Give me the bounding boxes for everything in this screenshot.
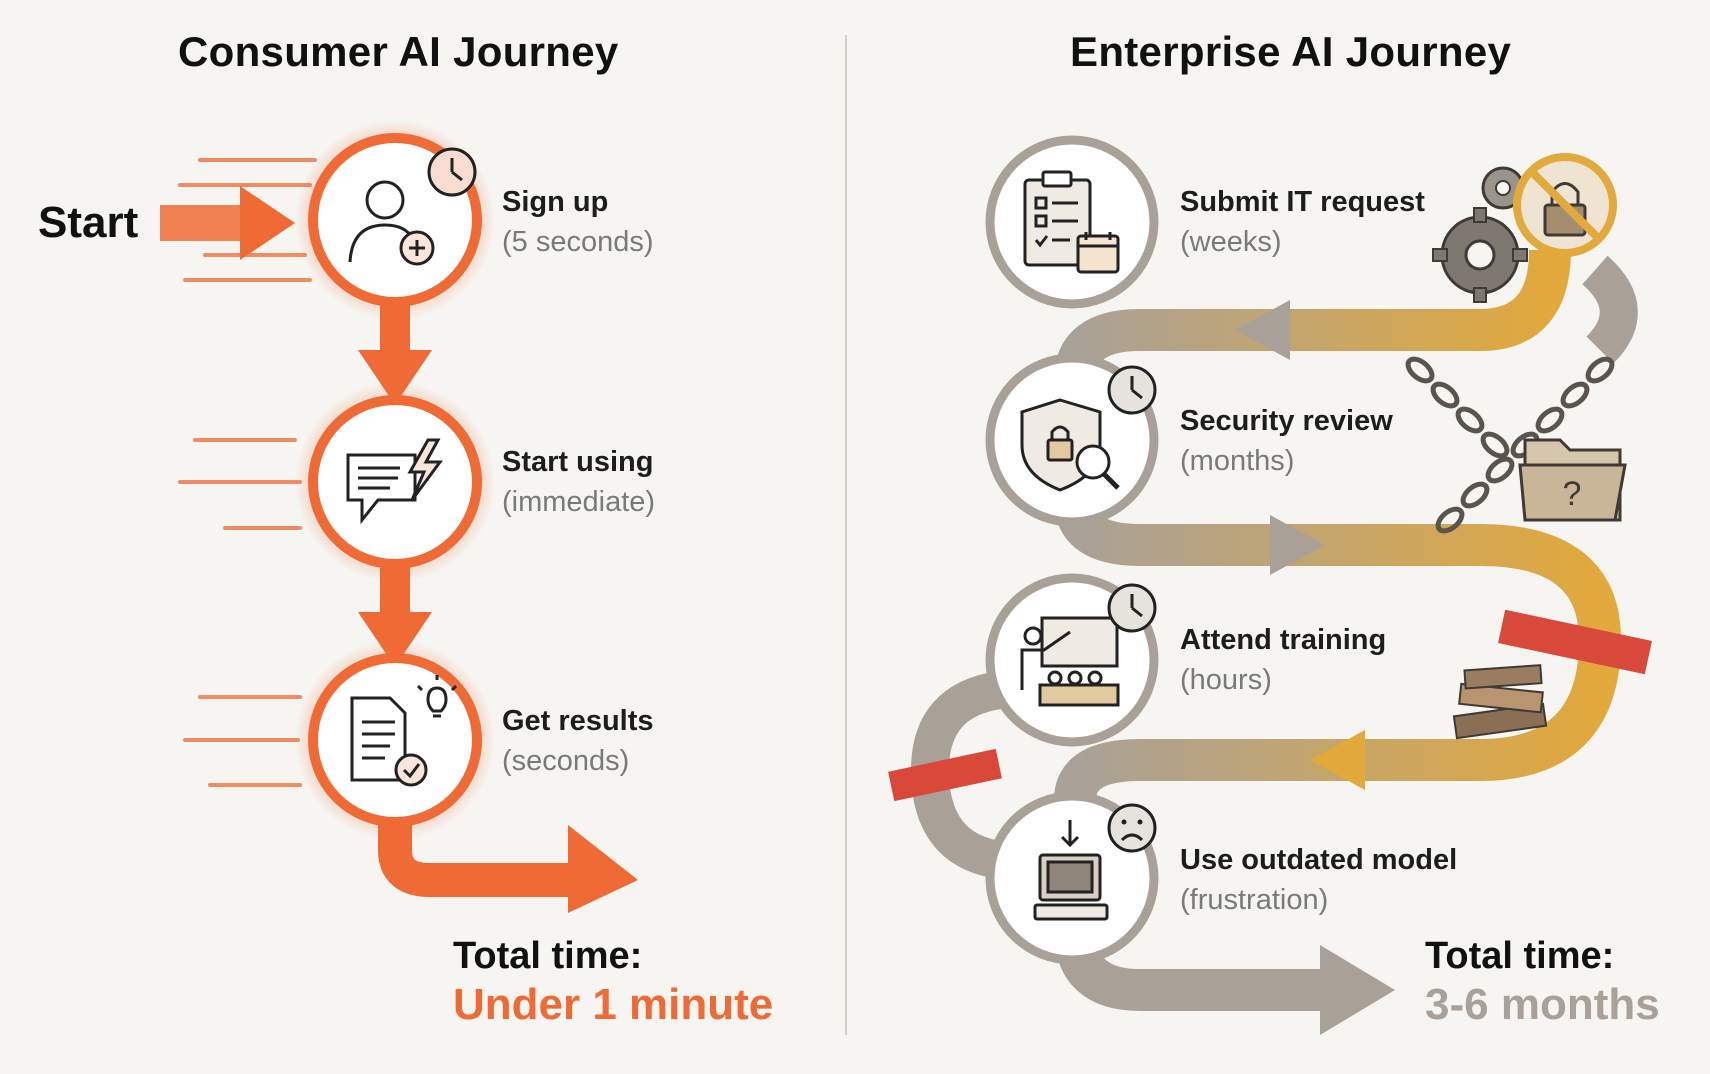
add-user-icon xyxy=(348,180,435,266)
books-icon xyxy=(1452,664,1548,740)
sad-face-icon xyxy=(1107,803,1157,853)
clock-icon-security xyxy=(1107,365,1157,415)
enterprise-title: Enterprise AI Journey xyxy=(1070,28,1512,75)
chain-icon xyxy=(1405,356,1615,534)
enterprise-total-label: Total time: xyxy=(1425,935,1615,977)
enterprise-step-3-sub: (hours) xyxy=(1180,664,1272,696)
enterprise-step-2-sub: (months) xyxy=(1180,445,1295,477)
shield-lock-search-icon xyxy=(1020,398,1120,492)
road-segment-1b xyxy=(1581,255,1638,364)
enterprise-total-value: 3-6 months xyxy=(1425,980,1660,1029)
speed-lines xyxy=(178,158,317,787)
clipboard-calendar-icon xyxy=(1023,170,1120,274)
enterprise-step-1-label: Submit IT request xyxy=(1180,186,1425,218)
enterprise-step-3-label: Attend training xyxy=(1180,624,1387,656)
consumer-title: Consumer AI Journey xyxy=(178,28,619,75)
unknown-folder-icon: ? xyxy=(1518,438,1627,522)
road-arrow-left-1 xyxy=(1235,300,1290,360)
consumer-flow xyxy=(160,120,638,913)
final-arrow xyxy=(1320,945,1395,1035)
consumer-node-1 xyxy=(295,120,495,320)
clock-icon xyxy=(427,147,477,197)
chat-lightning-icon xyxy=(346,438,443,525)
classroom-icon xyxy=(1020,616,1120,707)
consumer-total-value: Under 1 minute xyxy=(453,980,774,1029)
red-tape-icon xyxy=(888,609,1652,802)
old-computer-icon xyxy=(1033,820,1109,921)
svg-text:?: ? xyxy=(1563,475,1582,513)
start-arrow xyxy=(160,186,295,260)
no-lock-icon xyxy=(1513,153,1617,257)
consumer-step-3-sub: (seconds) xyxy=(502,745,630,777)
document-check-icon xyxy=(350,675,458,787)
start-label: Start xyxy=(38,198,139,247)
enterprise-flow: ? xyxy=(888,135,1652,1035)
consumer-total-label: Total time: xyxy=(453,935,643,977)
consumer-step-2-label: Start using xyxy=(502,446,654,478)
consumer-step-1-sub: (5 seconds) xyxy=(502,226,654,258)
clock-icon-training xyxy=(1107,583,1157,633)
road-segment-1 xyxy=(1054,249,1571,382)
consumer-step-1-label: Sign up xyxy=(502,186,609,218)
consumer-step-2-sub: (immediate) xyxy=(502,486,656,518)
consumer-node-2 xyxy=(295,382,495,582)
finish-arrow xyxy=(378,820,638,913)
enterprise-step-4-sub: (frustration) xyxy=(1180,884,1329,916)
enterprise-step-1-sub: (weeks) xyxy=(1180,226,1282,258)
road-arrow-right xyxy=(1270,515,1325,575)
consumer-step-3-label: Get results xyxy=(502,705,654,737)
enterprise-step-2-label: Security review xyxy=(1180,405,1393,437)
consumer-node-3 xyxy=(295,640,495,840)
road-arrow-left-2 xyxy=(1310,730,1365,790)
enterprise-step-4-label: Use outdated model xyxy=(1180,844,1458,876)
gears-icon xyxy=(1432,166,1528,303)
